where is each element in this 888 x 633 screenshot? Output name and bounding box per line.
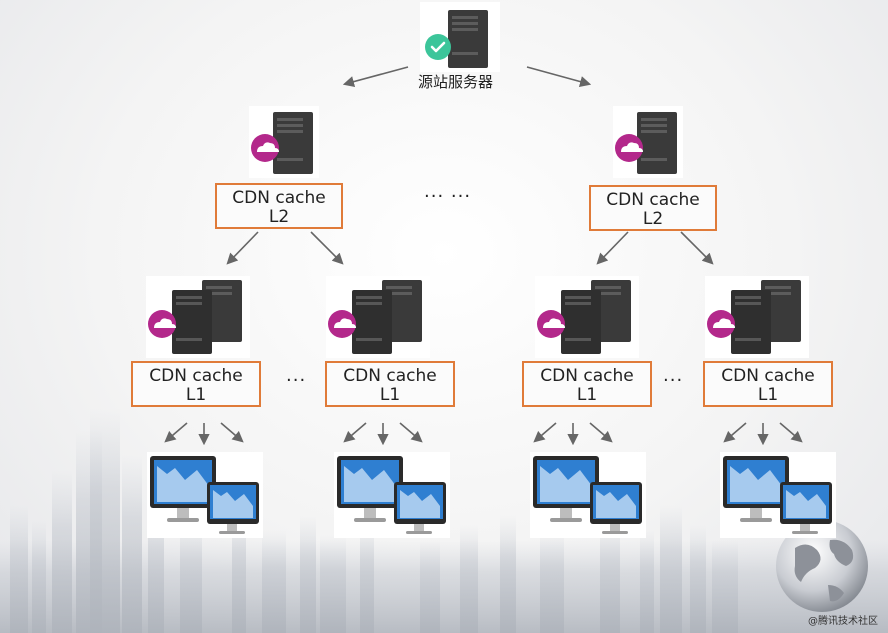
cache-title: CDN cache xyxy=(606,190,700,210)
l1-server-pair-icon xyxy=(705,276,809,358)
l1-server-pair-icon xyxy=(535,276,639,358)
cdn-cache-l1-box: CDN cache L1 xyxy=(325,361,455,407)
l1-server-pair-icon xyxy=(326,276,430,358)
client-computers-icon xyxy=(147,452,263,538)
ellipsis-l1: ··· xyxy=(286,370,307,391)
client-computers-icon xyxy=(334,452,450,538)
cdn-cache-l2-box: CDN cache L2 xyxy=(215,183,343,229)
cdn-cache-l1-box: CDN cache L1 xyxy=(703,361,833,407)
l1-server-pair-icon xyxy=(146,276,250,358)
cdn-cache-l2-box: CDN cache L2 xyxy=(589,185,717,231)
cdn-cache-l1-box: CDN cache L1 xyxy=(131,361,261,407)
arrows-origin xyxy=(342,66,592,88)
city-skyline xyxy=(0,408,888,633)
cache-level: L1 xyxy=(576,385,598,405)
globe-icon xyxy=(776,520,868,612)
cache-level: L2 xyxy=(642,209,664,229)
cache-title: CDN cache xyxy=(540,366,634,386)
check-icon xyxy=(425,34,451,60)
cache-level: L1 xyxy=(757,385,779,405)
origin-server-icon xyxy=(420,2,500,72)
client-computers-icon xyxy=(720,452,836,538)
cache-level: L2 xyxy=(268,207,290,227)
l2-server-icon xyxy=(249,106,319,178)
ellipsis-l2: ··· ··· xyxy=(424,186,472,207)
cache-title: CDN cache xyxy=(232,188,326,208)
cache-title: CDN cache xyxy=(343,366,437,386)
cdn-cache-l1-box: CDN cache L1 xyxy=(522,361,652,407)
cache-title: CDN cache xyxy=(149,366,243,386)
cache-level: L1 xyxy=(185,385,207,405)
arrows-l2-to-l1 xyxy=(226,231,714,265)
l2-server-icon xyxy=(613,106,683,178)
cache-level: L1 xyxy=(379,385,401,405)
ellipsis-l1: ··· xyxy=(663,370,684,391)
client-computers-icon xyxy=(530,452,646,538)
watermark-text: @腾讯技术社区 xyxy=(808,616,878,627)
cache-title: CDN cache xyxy=(721,366,815,386)
origin-server-label: 源站服务器 xyxy=(418,73,494,91)
arrows-l1-to-clients xyxy=(164,422,803,446)
